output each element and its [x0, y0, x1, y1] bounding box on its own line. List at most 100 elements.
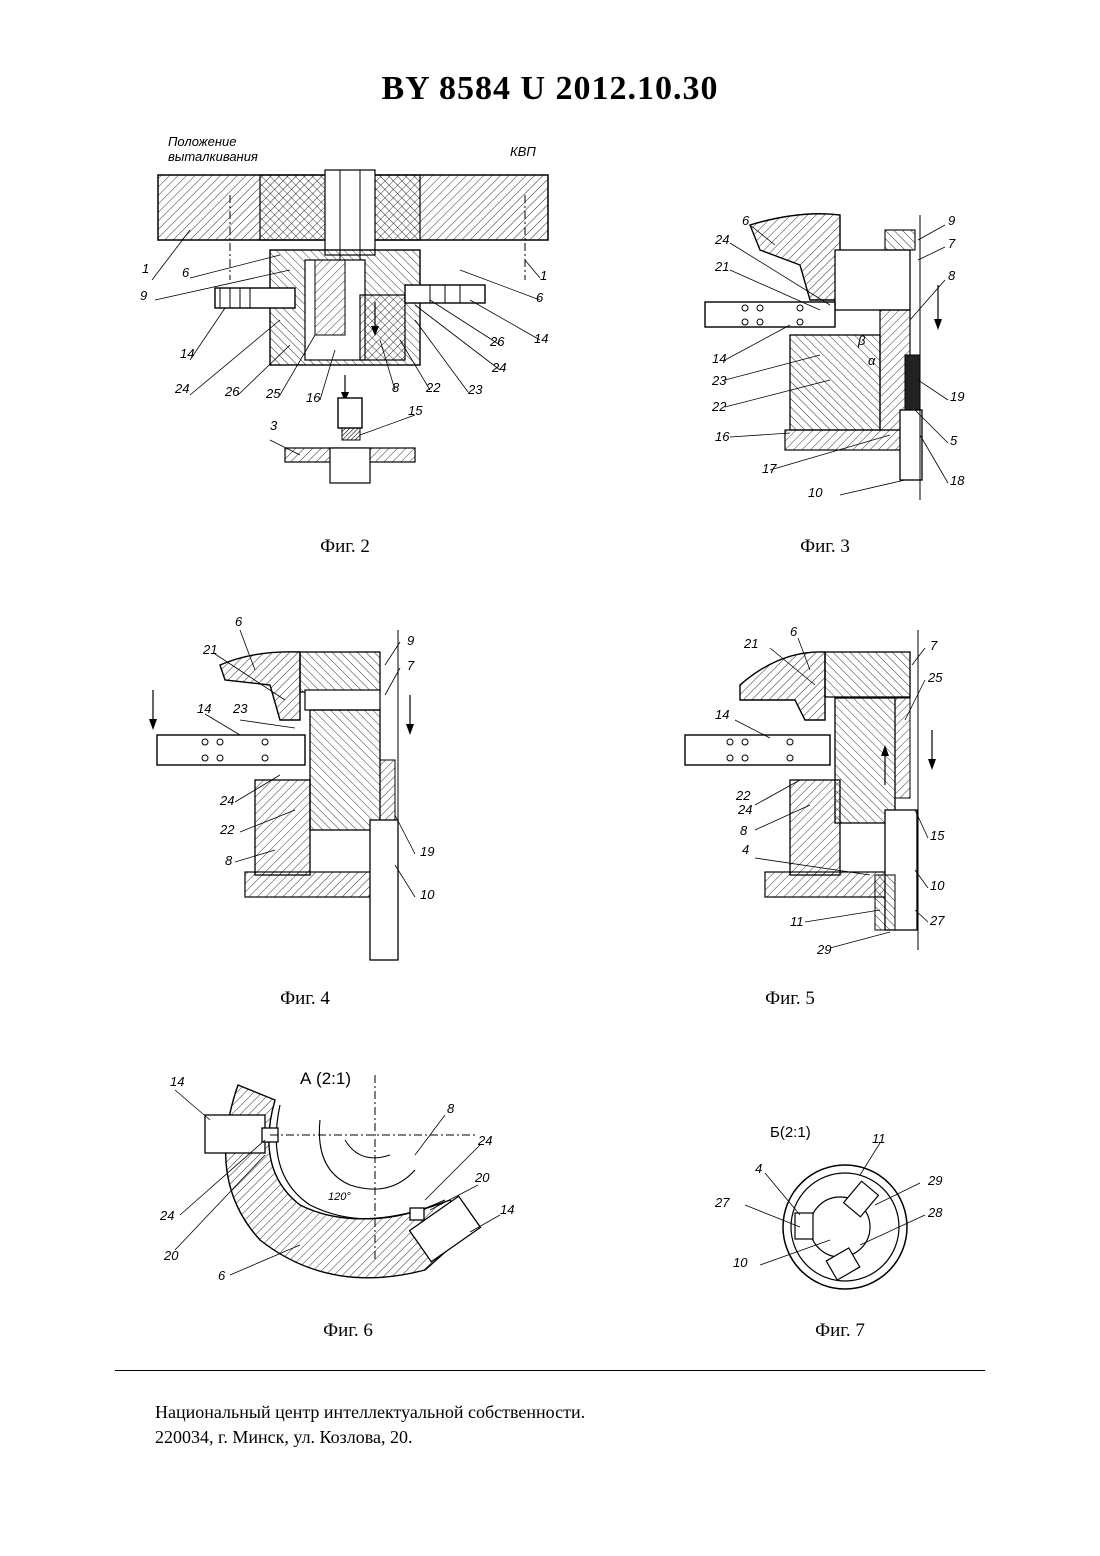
- fig4-label-14: 14: [197, 701, 211, 716]
- fig4-label-10: 10: [420, 887, 435, 902]
- fig6-label-14b: 14: [500, 1202, 514, 1217]
- figure-3-drawing: 6 24 21 14 23 22 16 17 10 9 7 8 19 5 18 …: [690, 205, 980, 505]
- fig3-label-17: 17: [762, 461, 777, 476]
- fig6-label-14: 14: [170, 1074, 184, 1089]
- fig6-angle-label: 120°: [328, 1191, 351, 1203]
- fig2-label-8: 8: [392, 380, 400, 395]
- fig4-label-19: 19: [420, 844, 434, 859]
- fig4-label-21: 21: [202, 642, 217, 657]
- figure-3: 6 24 21 14 23 22 16 17 10 9 7 8 19 5 18 …: [690, 205, 980, 505]
- fig3-label-24: 24: [714, 232, 729, 247]
- fig3-label-beta: β: [857, 333, 866, 348]
- fig2-note-line1: Положение: [168, 134, 236, 149]
- fig3-label-14: 14: [712, 351, 726, 366]
- fig2-label-15: 15: [408, 403, 423, 418]
- fig5-label-10: 10: [930, 878, 945, 893]
- fig2-label-3: 3: [270, 418, 278, 433]
- fig2-label-24b: 24: [491, 360, 506, 375]
- footer-line-2: 220034, г. Минск, ул. Козлова, 20.: [155, 1427, 413, 1448]
- fig5-caption: Фиг. 5: [710, 988, 870, 1010]
- figure-5-drawing: 21 6 14 22 24 8 4 11 29 7 25 15 10 27: [680, 610, 980, 965]
- figure-2: Положение выталкивания КВП: [130, 130, 560, 500]
- fig2-note-right: КВП: [510, 144, 536, 159]
- fig4-label-23: 23: [232, 701, 248, 716]
- fig2-label-6b: 6: [536, 290, 544, 305]
- fig2-label-25: 25: [265, 386, 281, 401]
- fig2-label-26b: 26: [489, 334, 505, 349]
- fig2-label-24: 24: [174, 381, 189, 396]
- fig2-label-1b: 1: [540, 268, 547, 283]
- fig3-label-19: 19: [950, 389, 964, 404]
- figure-4-drawing: 6 21 14 23 24 22 8 9 7 19 10: [145, 610, 455, 965]
- fig7-label-28: 28: [927, 1205, 943, 1220]
- fig7-label-27: 27: [714, 1195, 730, 1210]
- fig6-label-24b: 24: [477, 1133, 492, 1148]
- figure-6: А (2:1) 120° 14 24 20 6 8 24 20 14: [150, 1060, 530, 1300]
- fig3-label-16: 16: [715, 429, 730, 444]
- figure-7: Б(2:1) 11 4 29 27 28 10: [700, 1115, 970, 1305]
- fig5-label-7: 7: [930, 638, 938, 653]
- fig2-label-9: 9: [140, 288, 147, 303]
- fig2-label-22: 22: [425, 380, 441, 395]
- fig5-label-11: 11: [790, 914, 804, 929]
- footer-divider: [115, 1370, 985, 1371]
- fig6-label-6: 6: [218, 1268, 226, 1283]
- fig7-view-label: Б(2:1): [770, 1124, 811, 1141]
- fig4-label-24: 24: [219, 793, 234, 808]
- patent-header: BY 8584 U 2012.10.30: [0, 70, 1100, 108]
- fig5-label-25: 25: [927, 670, 943, 685]
- fig2-caption: Фиг. 2: [265, 536, 425, 558]
- fig5-label-21: 21: [743, 636, 758, 651]
- fig6-view-label: А (2:1): [300, 1069, 351, 1088]
- fig7-caption: Фиг. 7: [760, 1320, 920, 1342]
- fig3-label-21: 21: [714, 259, 729, 274]
- fig3-label-23: 23: [711, 373, 727, 388]
- fig5-label-24: 24: [737, 802, 752, 817]
- fig3-label-alpha: α: [868, 353, 876, 368]
- fig2-label-6: 6: [182, 265, 190, 280]
- fig6-label-20: 20: [163, 1248, 179, 1263]
- fig3-caption: Фиг. 3: [745, 536, 905, 558]
- fig7-label-10: 10: [733, 1255, 748, 1270]
- fig5-label-14: 14: [715, 707, 729, 722]
- fig3-label-10: 10: [808, 485, 823, 500]
- fig7-label-29: 29: [927, 1173, 942, 1188]
- figure-4: 6 21 14 23 24 22 8 9 7 19 10: [145, 610, 455, 965]
- figure-5: 21 6 14 22 24 8 4 11 29 7 25 15 10 27: [680, 610, 980, 965]
- fig6-label-8: 8: [447, 1101, 455, 1116]
- fig5-label-29: 29: [816, 942, 831, 957]
- fig6-label-24: 24: [159, 1208, 174, 1223]
- fig4-label-22: 22: [219, 822, 235, 837]
- fig4-label-7: 7: [407, 658, 415, 673]
- fig2-label-26: 26: [224, 384, 240, 399]
- fig3-label-9: 9: [948, 213, 955, 228]
- figure-2-drawing: Положение выталкивания КВП: [130, 130, 560, 500]
- fig3-label-8: 8: [948, 268, 956, 283]
- fig7-label-11: 11: [872, 1131, 886, 1146]
- fig5-label-8: 8: [740, 823, 748, 838]
- fig2-label-1: 1: [142, 261, 149, 276]
- fig5-label-6: 6: [790, 624, 798, 639]
- fig4-label-8: 8: [225, 853, 233, 868]
- fig2-label-14: 14: [180, 346, 194, 361]
- fig2-label-14b: 14: [534, 331, 548, 346]
- fig2-label-16: 16: [306, 390, 321, 405]
- fig5-label-15: 15: [930, 828, 945, 843]
- fig5-label-4: 4: [742, 842, 749, 857]
- fig3-label-18: 18: [950, 473, 965, 488]
- fig5-label-22: 22: [735, 788, 751, 803]
- fig4-label-6: 6: [235, 614, 243, 629]
- fig2-note-line2: выталкивания: [168, 149, 258, 164]
- footer-line-1: Национальный центр интеллектуальной собс…: [155, 1402, 585, 1423]
- fig3-label-6: 6: [742, 213, 750, 228]
- fig3-label-5: 5: [950, 433, 958, 448]
- fig4-label-9: 9: [407, 633, 414, 648]
- fig3-label-22: 22: [711, 399, 727, 414]
- fig6-label-20b: 20: [474, 1170, 490, 1185]
- figure-7-drawing: Б(2:1) 11 4 29 27 28 10: [700, 1115, 970, 1305]
- figure-6-drawing: А (2:1) 120° 14 24 20 6 8 24 20 14: [150, 1060, 530, 1300]
- fig6-caption: Фиг. 6: [268, 1320, 428, 1342]
- fig4-caption: Фиг. 4: [225, 988, 385, 1010]
- fig7-label-4: 4: [755, 1161, 762, 1176]
- fig3-label-7: 7: [948, 236, 956, 251]
